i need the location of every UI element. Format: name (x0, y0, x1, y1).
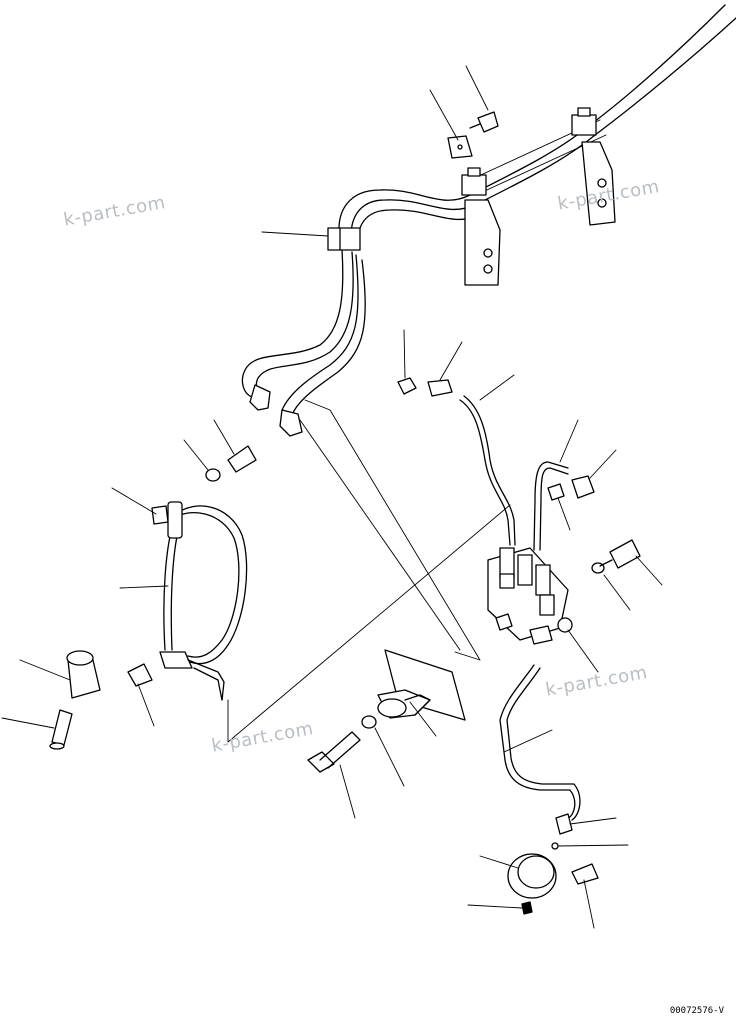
clamp-block-2 (571, 107, 597, 136)
drawing-code: 00072576-V (669, 1006, 724, 1016)
screw-left (49, 709, 73, 750)
fitting-bottom-1 (555, 813, 573, 835)
mount-plate (377, 649, 466, 721)
cap-round (507, 853, 557, 899)
plate-washer (447, 135, 473, 159)
washer-bottom (361, 715, 377, 729)
seal-small (551, 842, 559, 850)
reference-lines (227, 399, 511, 743)
union-left (127, 663, 153, 687)
leader-lines (1, 65, 663, 929)
fitting-bottom-2 (571, 863, 599, 885)
elbow-fitting-2 (279, 409, 303, 437)
bolt-bottom (307, 731, 361, 773)
bracket-left (464, 199, 501, 286)
bolt-upper (469, 111, 499, 133)
hose-clamp (327, 227, 361, 251)
nut-mid (397, 377, 417, 395)
union-fitting-mid (427, 379, 453, 397)
cap-cylinder (66, 650, 101, 699)
hose-sleeve (167, 501, 183, 539)
bent-tube-small (533, 461, 569, 551)
clamp-block-1 (461, 167, 487, 196)
plug-small (521, 901, 533, 915)
fittings-right (547, 475, 595, 501)
nut-valve (495, 613, 513, 631)
washer-left (205, 468, 221, 482)
clip-left (151, 505, 169, 525)
bolt-left (227, 445, 257, 473)
bent-tube-bottom (499, 664, 581, 821)
bolt-right (599, 539, 641, 569)
bracket-right (581, 141, 616, 226)
washer-right (591, 562, 605, 574)
hose-end-left (159, 651, 225, 701)
main-tube-bundle (338, 4, 736, 249)
elbow-fitting-1 (249, 384, 271, 411)
thin-tube-right (459, 395, 516, 546)
